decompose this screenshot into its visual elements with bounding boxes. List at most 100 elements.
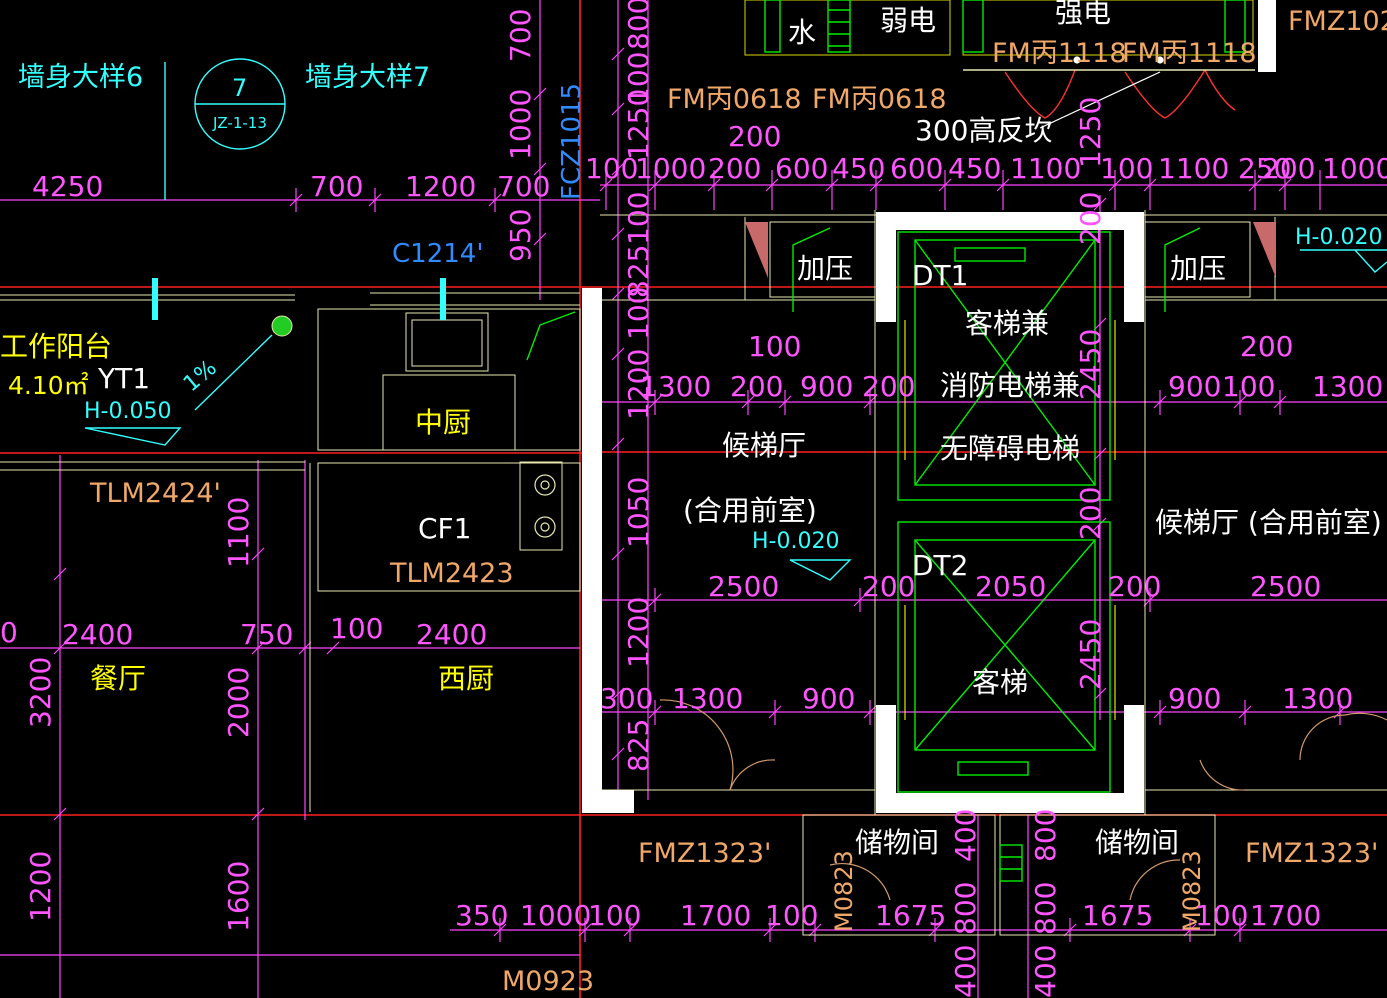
elevation-lobby: H-0.020 — [752, 529, 839, 554]
dim-value: 600 — [890, 152, 943, 185]
dim-value: 1300 — [640, 370, 711, 403]
room-balcony: 工作阳台 — [0, 330, 112, 363]
walls — [582, 0, 1276, 813]
dim-value: 200 — [862, 370, 915, 403]
dim-value: 200 — [862, 570, 915, 603]
dim-value: 100 — [330, 612, 383, 645]
door-code-fmbing1118-a: FM丙1118 — [992, 38, 1127, 69]
door-leaves — [904, 320, 1116, 720]
dim-value: 2450 — [1074, 619, 1107, 690]
door-code-fmyi-top: FMZ102 — [1288, 6, 1387, 37]
dim-value: 1000 — [635, 152, 706, 185]
dim-value: 100 — [1222, 370, 1275, 403]
detail-number: 7 — [232, 74, 247, 102]
dim-value: 800 — [1029, 882, 1062, 935]
dim-value: 900 — [800, 370, 853, 403]
room-pressurize-left: 加压 — [797, 252, 853, 285]
dim-value: 200 — [1262, 152, 1315, 185]
dim-value: 200 — [1108, 570, 1161, 603]
dim-value: 1200 — [24, 851, 57, 922]
dim-value: 450 — [832, 152, 885, 185]
dim-value: 100 — [1100, 152, 1153, 185]
door-code-fmbing0618-b: FM丙0618 — [812, 84, 947, 115]
wall-detail-7: 墙身大样7 — [305, 62, 430, 93]
dim-value: 2050 — [975, 570, 1046, 603]
dim-value: 100 — [585, 152, 638, 185]
dim-value: 1200 — [622, 349, 655, 420]
dim-value: 2400 — [416, 618, 487, 651]
dim-value: 450 — [948, 152, 1001, 185]
floor-drain-icon — [271, 315, 293, 337]
leader-line — [1039, 56, 1164, 129]
dim-value: 1200 — [405, 170, 476, 203]
outline-lines — [0, 0, 1387, 936]
dim-value: 1000 — [1322, 152, 1387, 185]
dim-value: 1250 — [622, 89, 655, 160]
room-storage-right: 储物间 — [1095, 826, 1179, 859]
dim-value: 200 — [1240, 330, 1293, 363]
dim-value: 200 — [708, 152, 761, 185]
dim-value: 1100 — [1158, 152, 1229, 185]
dim-value: 400 — [1029, 945, 1062, 998]
dim-value: 900 — [802, 682, 855, 715]
pressurize-shafts — [745, 222, 1276, 278]
sill-label: 300高反坎 — [915, 114, 1052, 147]
dim-value: 100 — [748, 330, 801, 363]
dim-value: 800 — [1029, 809, 1062, 862]
dim-value: 700 — [497, 170, 550, 203]
dim-value: 1250 — [1074, 97, 1107, 168]
elevator-dt1-code: DT1 — [912, 259, 968, 292]
dimension-text-vertical: 700 1000 950 800 100 1250 100 825 100 12… — [24, 0, 1107, 998]
detail-label-group: 墙身大样6 墙身大样7 7 JZ-1-13 H-0.050 H-0.020 H-… — [18, 62, 1382, 554]
dim-value: 400 — [949, 809, 982, 862]
room-strong-current: 强电 — [1055, 0, 1111, 29]
dim-value: 200 — [1074, 192, 1107, 245]
dim-value: 900 — [1168, 682, 1221, 715]
dim-value: 600 — [775, 152, 828, 185]
dim-value: 800 — [622, 0, 655, 50]
door-code-tlm2424: TLM2424' — [89, 478, 221, 509]
dim-value: 100 — [622, 287, 655, 340]
dim-value: 1000 — [504, 89, 537, 160]
dim-value: 1600 — [222, 861, 255, 932]
dim-value: 2400 — [62, 618, 133, 651]
dim-value: 1700 — [680, 899, 751, 932]
dim-value: 900 — [1168, 370, 1221, 403]
door-code-fmbing1118-b: FM丙1118 — [1122, 38, 1257, 69]
window-marks — [152, 278, 446, 320]
room-lobby-right: 候梯厅 (合用前室) — [1155, 506, 1382, 539]
detail-reference: JZ-1-13 — [212, 114, 267, 132]
detail-callout — [84, 58, 1387, 581]
dim-value: 1300 — [672, 682, 743, 715]
dim-value: 1300 — [1312, 370, 1383, 403]
elevator-dt1-line2: 消防电梯兼 — [940, 369, 1080, 402]
room-chinese-kitchen: 中厨 — [415, 406, 471, 439]
balcony-code: YT1 — [97, 362, 150, 395]
room-water: 水 — [788, 16, 816, 49]
room-storage-left: 储物间 — [855, 826, 939, 859]
dim-value: 1675 — [1082, 899, 1153, 932]
dim-value: 700 — [310, 170, 363, 203]
room-pressurize-right: 加压 — [1170, 252, 1226, 285]
dim-value: 100 — [588, 899, 641, 932]
dim-value: 2500 — [708, 570, 779, 603]
dim-value: 700 — [504, 9, 537, 62]
door-code-m0923: M0923 — [502, 966, 594, 997]
dim-value: 1200 — [622, 597, 655, 668]
room-lobby-left-1: 候梯厅 — [722, 429, 806, 462]
door-swings — [659, 699, 1387, 901]
door-code-m0823-a: M0823 — [830, 850, 858, 932]
elevator-dt2-label: 客梯 — [972, 666, 1028, 699]
dim-value: 1675 — [875, 899, 946, 932]
stove-icon — [534, 474, 556, 538]
dim-value: 1100 — [222, 497, 255, 568]
elevation-right: H-0.020 — [1295, 225, 1382, 250]
room-western-kitchen: 西厨 — [438, 662, 494, 695]
dim-value: 750 — [240, 618, 293, 651]
dim-value: 100 — [1195, 899, 1248, 932]
dim-value: 200 — [728, 120, 781, 153]
window-code-c1214: C1214' — [392, 239, 483, 269]
dim-value: 3200 — [24, 657, 57, 728]
